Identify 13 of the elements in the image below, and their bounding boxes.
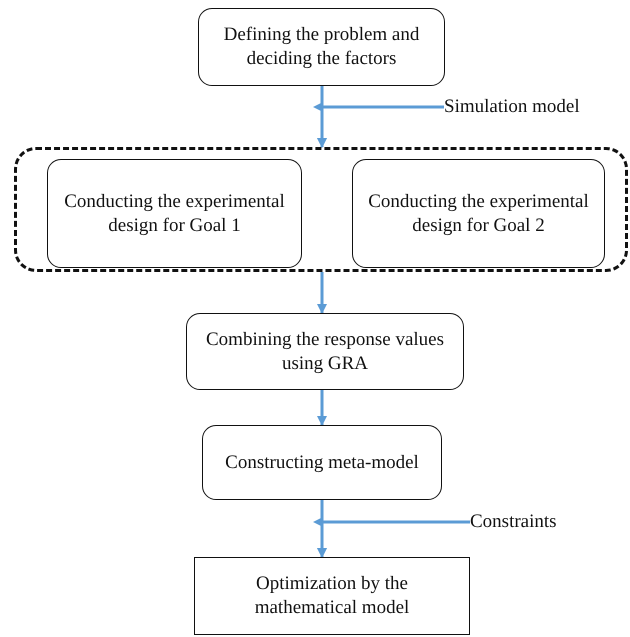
input-label: Constraints xyxy=(470,508,600,536)
process-box: Conducting the experimental design for Goal 1 xyxy=(47,159,302,268)
dashed-group-frame xyxy=(14,147,628,272)
process-box: Defining the problem and deciding the factors xyxy=(198,8,445,86)
process-box: Optimization by the mathematical model xyxy=(194,557,470,635)
input-label: Simulation model xyxy=(444,93,624,121)
arrow xyxy=(313,518,470,557)
arrow xyxy=(317,272,327,314)
process-box: Constructing meta-model xyxy=(202,425,442,500)
process-box: Combining the response values using GRA xyxy=(186,313,464,390)
arrow xyxy=(317,390,327,426)
process-box: Conducting the experimental design for Goal 2 xyxy=(352,159,605,268)
arrow xyxy=(313,103,444,148)
